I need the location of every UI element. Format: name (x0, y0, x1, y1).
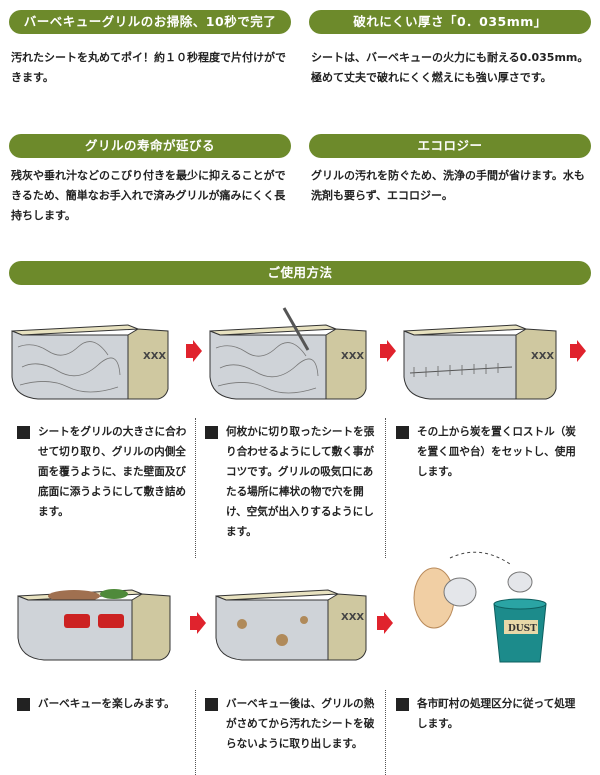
arrow-right-icon (377, 612, 393, 634)
grill-marks-5: XXX (341, 612, 364, 623)
step-2: 2 何枚かに切り取ったシートを張り合わせるようにして敷く事がコツです。グリルの吸気… (198, 422, 377, 542)
feature-title-3: グリルの寿命が延びる (9, 134, 291, 158)
feature-title-2: 破れにくい厚さ「0．035mm」 (309, 10, 591, 34)
grill-illustration-2: XXX (209, 307, 367, 400)
step-6: 6 各市町村の処理区分に従って処理します。 (389, 694, 576, 734)
arrow-right-icon (190, 612, 206, 634)
grill-dirty-illustration: XXX (215, 589, 367, 661)
grill-marks-3: XXX (531, 351, 554, 362)
step-divider (385, 418, 386, 558)
arrow-right-icon (186, 340, 202, 362)
feature-text-1: 汚れたシートを丸めてポイ！約１０秒程度で片付けができます。 (11, 51, 286, 84)
feature-text-4: グリルの汚れを防ぐため、洗浄の手間が省けます。水も洗剤も要らず、エコロジー。 (311, 169, 585, 202)
feature-title-4: エコロジー (309, 134, 591, 158)
step-divider (385, 690, 386, 775)
step-number-3: 3 (389, 426, 409, 439)
step-1: 1 シートをグリルの大きさに合わせて切り取り、グリルの内側全面を覆うように、また壁… (10, 422, 187, 522)
step-4: 4 バーベキューを楽しみます。 (10, 694, 182, 714)
step-number-6: 6 (389, 698, 409, 711)
step-text-6: 各市町村の処理区分に従って処理します。 (417, 698, 576, 730)
arrow-right-icon (570, 340, 586, 362)
step-divider (195, 690, 196, 775)
grill-illustration-3: XXX (403, 324, 557, 400)
step-number-1: 1 (10, 426, 30, 439)
dust-label: DUST (508, 624, 537, 634)
step-3: 3 その上から炭を置くロストル（炭を置く皿や台）をセットし、使用します。 (389, 422, 576, 482)
step-text-4: バーベキューを楽しみます。 (38, 698, 175, 710)
step-text-1: シートをグリルの大きさに合わせて切り取り、グリルの内側全面を覆うように、また壁面… (38, 426, 187, 518)
feature-text-3: 残灰や垂れ汁などのこびり付きを最少に抑えることができるため、簡単なお手入れで済み… (11, 169, 286, 222)
trash-bin-illustration: DUST (413, 551, 547, 663)
step-text-5: バーベキュー後は、グリルの熱がさめてから汚れたシートを破らないように取り出します… (226, 698, 375, 750)
step-number-4: 4 (10, 698, 30, 711)
grill-marks-1: XXX (143, 351, 166, 362)
step-text-3: その上から炭を置くロストル（炭を置く皿や台）をセットし、使用します。 (417, 426, 576, 478)
feature-text-2: シートは、バーベキューの火力にも耐える0.035mm。極めて丈夫で破れにくく燃え… (311, 51, 589, 84)
feature-title-1: バーベキューグリルのお掃除、10秒で完了 (9, 10, 291, 34)
step-divider (195, 418, 196, 558)
usage-title: ご使用方法 (9, 261, 591, 285)
step-number-2: 2 (198, 426, 218, 439)
step-number-5: 5 (198, 698, 218, 711)
step-text-2: 何枚かに切り取ったシートを張り合わせるようにして敷く事がコツです。グリルの吸気口… (226, 426, 375, 538)
arrow-right-icon (380, 340, 396, 362)
grill-illustration-1: XXX (11, 324, 169, 400)
step-5: 5 バーベキュー後は、グリルの熱がさめてから汚れたシートを破らないように取り出しま… (198, 694, 380, 754)
grill-bbq-illustration (17, 589, 171, 661)
grill-marks-2: XXX (341, 351, 364, 362)
